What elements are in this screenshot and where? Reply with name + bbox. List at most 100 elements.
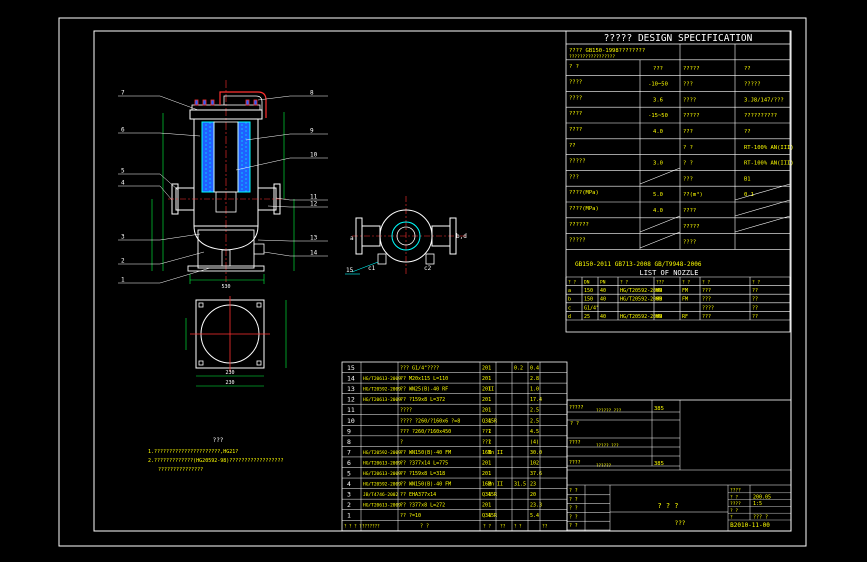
bom-total: 2.5: [530, 408, 539, 414]
bom-dwg: HG/T20613-2009: [363, 460, 401, 466]
tb-sub: ????? ???: [596, 443, 619, 448]
bom-qty: 1: [488, 387, 491, 393]
svg-text:c2: c2: [424, 265, 432, 272]
spec-label: ???: [683, 176, 693, 182]
nozzle-header: DN: [584, 280, 590, 286]
spec-value: 5.0: [653, 192, 663, 198]
spec-value: 4.0: [653, 129, 663, 135]
bom-dwg: HG/T20613-2009: [363, 471, 401, 477]
spec-label: ???: [683, 129, 693, 135]
nozzle-cell: ???: [702, 297, 711, 303]
nozzle-cell: RF: [682, 314, 688, 320]
tb-right-label: ????: [730, 488, 741, 494]
bom-name: ????: [400, 408, 412, 414]
bom-total: 4.5: [530, 429, 539, 435]
bom-mat: Q345R: [482, 418, 498, 424]
nozzle-cell: ??: [752, 297, 758, 303]
svg-text:15: 15: [346, 267, 354, 274]
nozzle-cell: 150: [584, 288, 593, 294]
bom-name: ?? ?159x8 L=372: [400, 397, 445, 403]
nozzle-cell: FM: [682, 288, 688, 294]
tb-drawing-no: B2010-11-00: [730, 522, 770, 529]
callout-label: 4: [121, 180, 125, 187]
outer-frame: [58, 17, 807, 547]
callout-label: 13: [310, 235, 318, 242]
nozzle-cell: 25: [584, 314, 590, 320]
spec-value: 3.J8/147/???: [744, 97, 784, 103]
bom-name: ???? ?260/?160x6 ?=8: [400, 418, 460, 424]
bom-mat: 20: [482, 503, 488, 509]
spec-label: ???: [683, 82, 693, 88]
bom-qty: 1: [488, 503, 491, 509]
spec-label: ? ?: [683, 145, 693, 151]
spec-value: ??: [744, 66, 751, 72]
nozzle-cell: 40: [600, 288, 606, 294]
spec-label: ??????: [569, 222, 589, 228]
tb-right-value: 200.05: [753, 494, 771, 500]
nozzle-cell: ??: [752, 288, 758, 294]
bom-qty: 1: [488, 366, 491, 372]
spec-value: ???: [653, 66, 663, 72]
bom-mat: Q345R: [482, 492, 498, 498]
bom-mat: ???: [482, 439, 491, 445]
tb-sign-label: ? ?: [569, 488, 578, 494]
tb-sign-label: ? ?: [569, 514, 578, 520]
spec-label: ? ?: [569, 64, 579, 70]
tb-company: ???: [675, 520, 686, 527]
spec-label: ????: [683, 97, 696, 103]
nozzle-cell: HG/T20592-2009: [620, 288, 662, 294]
bom-no: 3: [347, 491, 351, 499]
spec-value: ?????: [744, 82, 761, 88]
bom-header: ???????: [362, 523, 380, 528]
spec-label: ??: [569, 143, 576, 149]
tb-mark: ? ?: [570, 421, 579, 427]
spec-label: ????: [569, 111, 582, 117]
nozzle-header: ? ?: [620, 280, 628, 286]
bom-no: 4: [347, 480, 351, 488]
svg-text:a: a: [350, 235, 354, 242]
bom-mat: 20: [482, 471, 488, 477]
nozzle-header: ? ?: [702, 280, 710, 286]
callout-label: 11: [310, 194, 318, 201]
nozzle-header: ???: [656, 280, 664, 286]
bom-total: 30.0: [530, 450, 542, 456]
bom-total: 102: [530, 460, 539, 466]
tb-value: 385: [654, 406, 664, 412]
dim-base-width: 230: [225, 370, 234, 376]
nozzle-cell: 40: [600, 314, 606, 320]
bom-qty: 1: [488, 429, 491, 435]
spec-label: ????: [569, 127, 582, 133]
nozzle-header: ? ?: [568, 280, 576, 286]
bom-total: 23: [530, 482, 536, 488]
bom-no: 13: [347, 385, 355, 393]
bom-no: 7: [347, 448, 351, 456]
bom-dwg: HG/T20613-2009: [363, 376, 401, 382]
spec-label: ???: [569, 174, 579, 180]
spec-value: 3.6: [653, 97, 663, 103]
nozzle-cell: ???: [702, 288, 711, 294]
spec-label: ??(m³): [683, 191, 703, 198]
tb-drawing-name: ? ? ?: [657, 502, 678, 510]
spec-label: ????(MPa): [569, 206, 599, 212]
bom-qty: 1: [488, 418, 491, 424]
tb-sub: ??????: [596, 463, 612, 468]
nozzle-cell: WN: [656, 314, 662, 320]
bom-mat: Q345R: [482, 513, 498, 519]
bom-header: ??: [500, 523, 506, 529]
callout-label: 9: [310, 128, 314, 135]
bom-no: 5: [347, 470, 351, 478]
nozzle-cell: FM: [682, 297, 688, 303]
nozzle-cell: ??: [752, 314, 758, 320]
bom-total: 17.4: [530, 397, 542, 403]
bom-total: 5.4: [530, 513, 539, 519]
bom-name: ?? ?377x14 L=775: [400, 460, 448, 466]
bom-no: 2: [347, 501, 351, 509]
spec-value: 3.0: [653, 161, 663, 167]
bom-mat: 16Mn II: [482, 482, 503, 488]
bom-total: 0.4: [530, 366, 539, 372]
bom-name: ?: [400, 439, 403, 445]
